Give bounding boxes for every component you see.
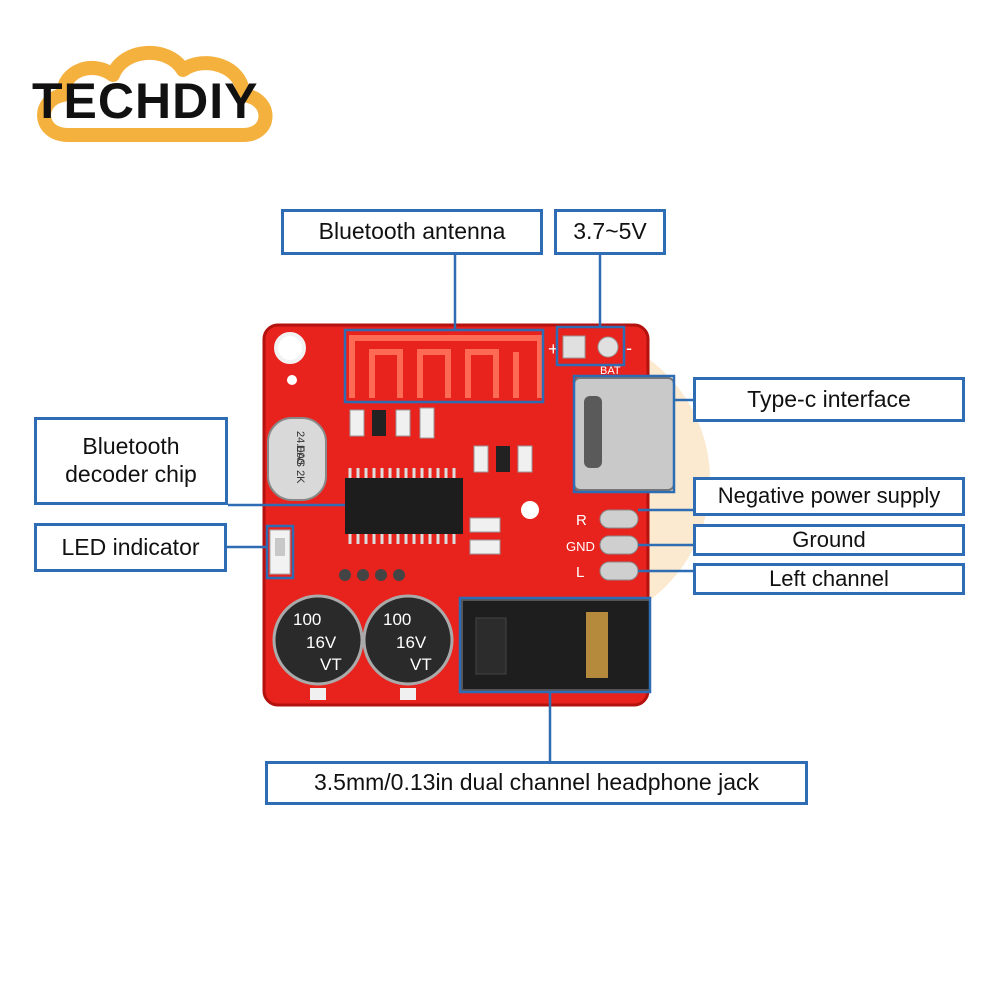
label-left-channel: Left channel — [693, 563, 965, 595]
smd-component — [469, 517, 501, 533]
smd-component — [469, 539, 501, 555]
highlight-antenna — [343, 328, 545, 404]
label-typec-interface: Type-c interface — [693, 377, 965, 422]
jack-metal-contact — [586, 612, 608, 678]
smd-component — [496, 446, 510, 472]
crystal-label-line1: 24.000 — [294, 431, 306, 465]
smd-component — [349, 409, 365, 437]
label-bluetooth-antenna: Bluetooth antenna — [281, 209, 543, 255]
capacitor-left — [272, 594, 364, 686]
pad-gnd — [599, 535, 639, 555]
cap-right-brand: VT — [410, 655, 432, 674]
leader-lines — [227, 255, 693, 762]
highlight-typec — [572, 374, 676, 494]
label-led-indicator: LED indicator — [34, 523, 227, 572]
solder-hole — [339, 569, 351, 581]
decoder-chip — [345, 478, 463, 534]
mounting-hole — [274, 332, 306, 364]
cap-right-voltage: 16V — [396, 633, 427, 652]
logo-cloud-shape — [37, 45, 273, 142]
bat-pad-minus — [597, 336, 619, 358]
silk-plus: + — [548, 339, 559, 359]
silk-r: R — [576, 512, 587, 529]
jack-opening — [475, 617, 507, 675]
label-negative-power-text: Negative power supply — [717, 483, 941, 509]
label-bluetooth-antenna-text: Bluetooth antenna — [318, 218, 506, 245]
solder-hole — [393, 569, 405, 581]
highlight-led — [265, 524, 295, 580]
decoder-chip-pins — [348, 468, 456, 544]
label-voltage: 3.7~5V — [554, 209, 666, 255]
smd-component — [372, 410, 386, 436]
cap-left-value: 100 — [293, 610, 321, 629]
logo-text: TECHDIY — [32, 73, 259, 129]
bat-pad-plus — [562, 335, 586, 359]
via-hole — [521, 501, 539, 519]
typec-port — [584, 396, 602, 468]
label-headphone-jack-text: 3.5mm/0.13in dual channel headphone jack — [314, 769, 759, 796]
solder-hole — [375, 569, 387, 581]
label-led-indicator-text: LED indicator — [61, 533, 200, 560]
silk-minus: - — [626, 338, 632, 358]
label-decoder-chip: Bluetooth decoder chip — [34, 417, 228, 505]
pad-r — [599, 509, 639, 529]
cap-left-voltage: 16V — [306, 633, 337, 652]
via-hole — [287, 375, 297, 385]
silk-gnd: GND — [566, 539, 595, 554]
techdiy-logo — [37, 45, 273, 142]
crystal-oscillator — [267, 417, 327, 501]
label-voltage-text: 3.7~5V — [573, 218, 647, 245]
smd-component — [419, 407, 435, 439]
highlight-jack — [458, 596, 652, 694]
smd-component — [310, 688, 326, 700]
led-component-inner — [275, 538, 285, 556]
cap-left-brand: VT — [320, 655, 342, 674]
crystal-label-line2: EAS 2K — [294, 445, 306, 484]
smd-component — [517, 445, 533, 473]
pad-l — [599, 561, 639, 581]
smd-component — [473, 445, 489, 473]
label-left-channel-text: Left channel — [769, 565, 889, 591]
smd-component — [395, 409, 411, 437]
label-typec-interface-text: Type-c interface — [747, 385, 911, 412]
silk-bat: BAT — [600, 365, 621, 377]
antenna-trace — [349, 335, 543, 398]
label-decoder-chip-line1: Bluetooth — [82, 433, 180, 460]
silk-l: L — [576, 564, 584, 581]
label-decoder-chip-line2: decoder chip — [65, 461, 197, 487]
label-headphone-jack: 3.5mm/0.13in dual channel headphone jack — [265, 761, 808, 805]
label-ground: Ground — [693, 524, 965, 556]
label-ground-text: Ground — [792, 526, 866, 552]
label-negative-power: Negative power supply — [693, 477, 965, 516]
cap-right-value: 100 — [383, 610, 411, 629]
smd-component — [400, 688, 416, 700]
capacitor-right — [362, 594, 454, 686]
solder-hole — [357, 569, 369, 581]
highlight-bat — [555, 325, 626, 367]
